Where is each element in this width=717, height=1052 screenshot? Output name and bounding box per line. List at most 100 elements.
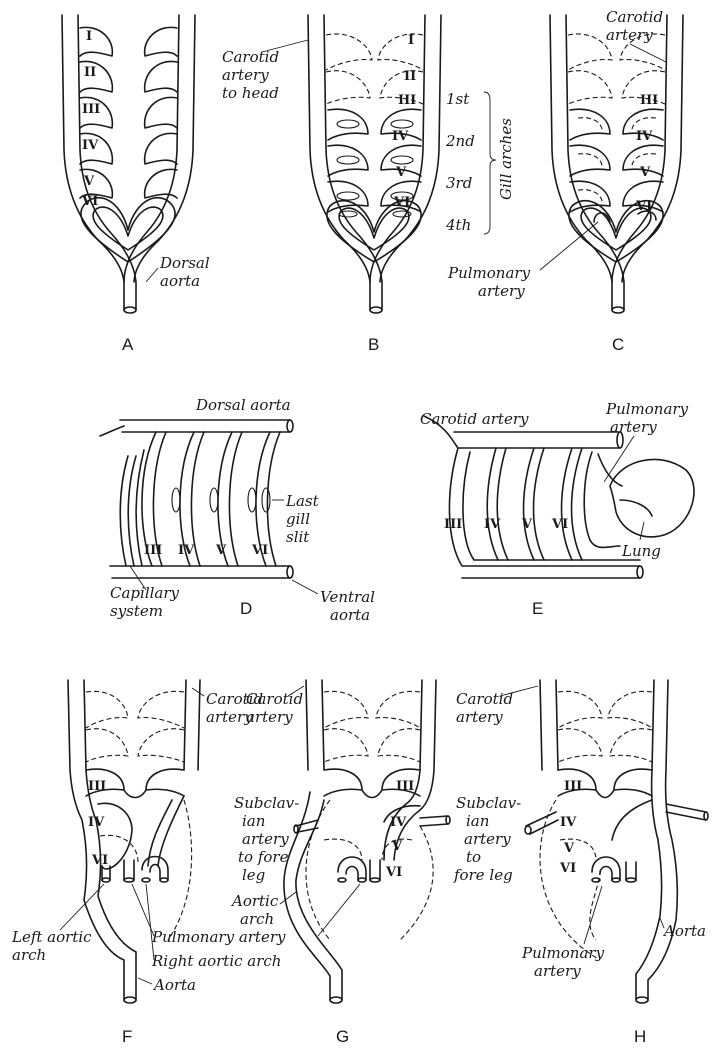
roman-d-4: IV <box>178 543 195 558</box>
label-g-subclavian-3: artery <box>242 830 289 848</box>
label-e-pulmonary-1: Pulmonary <box>605 400 689 418</box>
label-last-gill-3: slit <box>286 528 310 546</box>
roman-e-6: VI <box>551 517 568 532</box>
label-c-carotid-1: Carotid <box>606 8 663 26</box>
label-last-gill-2: gill <box>286 510 310 528</box>
label-capillary-2: system <box>110 602 163 620</box>
label-arch-3rd: 3rd <box>446 174 472 192</box>
panel-a: I II III IV V VI Dorsal aorta A <box>62 15 210 354</box>
label-g-carotid-2: artery <box>246 708 293 726</box>
label-gill-arches: Gill arches <box>497 118 515 200</box>
roman-a-3: III <box>82 102 100 117</box>
label-arch-4th: 4th <box>445 216 471 234</box>
panel-letter-b: B <box>368 335 379 354</box>
label-h-pulmonary-2: artery <box>534 962 581 980</box>
label-h-pulmonary-1: Pulmonary <box>521 944 605 962</box>
label-c-pulmonary-2: artery <box>478 282 525 300</box>
panel-e: III IV V VI Carotid artery Pulmonary art… <box>420 400 694 618</box>
roman-a-6: VI <box>81 194 98 209</box>
roman-b-2: II <box>404 69 416 84</box>
roman-h-4: IV <box>560 815 577 830</box>
panel-b: I II III IV V VI Carotid artery to head … <box>222 15 515 354</box>
label-f-aorta: Aorta <box>152 976 196 994</box>
roman-a-2: II <box>84 65 96 80</box>
panel-letter-g: G <box>336 1027 349 1046</box>
panel-letter-c: C <box>612 335 624 354</box>
label-arch-1st: 1st <box>446 90 470 108</box>
panel-letter-d: D <box>240 599 252 618</box>
label-c-pulmonary-1: Pulmonary <box>447 264 531 282</box>
label-h-aorta: Aorta <box>662 922 706 940</box>
panel-d: III IV V VI Dorsal aorta Last gill slit … <box>100 396 375 624</box>
roman-d-6: VI <box>251 543 268 558</box>
label-pulmonary-artery: Pulmonary artery <box>151 928 286 946</box>
label-right-aortic: Right aortic arch <box>151 952 281 970</box>
roman-a-5: V <box>83 174 95 189</box>
roman-g-3: III <box>396 779 414 794</box>
panel-letter-f: F <box>122 1027 132 1046</box>
roman-b-3: III <box>398 93 416 108</box>
roman-c-4: IV <box>636 129 653 144</box>
label-carotid-head-3: to head <box>222 84 279 102</box>
label-g-subclavian-1: Subclav- <box>234 794 299 812</box>
roman-h-5: V <box>563 841 575 856</box>
label-arch-2nd: 2nd <box>445 132 475 150</box>
label-dorsal: Dorsal <box>159 254 210 272</box>
label-ventral-2: aorta <box>330 606 370 624</box>
label-left-aortic-1: Left aortic <box>11 928 92 946</box>
roman-h-3: III <box>564 779 582 794</box>
roman-f-4: IV <box>88 815 105 830</box>
roman-e-5: V <box>521 517 533 532</box>
panel-g: III IV V VI Carotid artery Subclav- ian … <box>230 680 450 1046</box>
roman-g-6: VI <box>385 865 402 880</box>
label-carotid-head-1: Carotid <box>222 48 279 66</box>
roman-c-5: V <box>639 165 651 180</box>
roman-f-6: VI <box>91 853 108 868</box>
roman-b-5: V <box>395 165 407 180</box>
roman-e-3: III <box>444 517 462 532</box>
label-h-carotid-2: artery <box>456 708 503 726</box>
roman-g-4: IV <box>390 815 407 830</box>
label-d-dorsal-aorta: Dorsal aorta <box>195 396 291 414</box>
label-aortic-arch-1: Aortic <box>230 892 279 910</box>
label-carotid-head-2: artery <box>222 66 269 84</box>
panel-h: III IV V VI Carotid artery Subclav- ian … <box>453 680 708 1046</box>
label-e-carotid: Carotid artery <box>420 410 529 428</box>
label-g-subclavian-4: to fore <box>238 848 289 866</box>
roman-c-6: VI <box>635 199 652 214</box>
roman-b-4: IV <box>392 129 409 144</box>
label-aortic-arch-2: arch <box>240 910 274 928</box>
label-g-carotid-1: Carotid <box>246 690 303 708</box>
roman-h-6: VI <box>559 861 576 876</box>
roman-a-1: I <box>86 29 92 44</box>
label-lung: Lung <box>621 542 661 560</box>
roman-b-1: I <box>408 33 414 48</box>
roman-c-3: III <box>640 93 658 108</box>
label-h-subclavian-3: artery <box>464 830 511 848</box>
label-ventral-1: Ventral <box>320 588 375 606</box>
roman-d-3: III <box>144 543 162 558</box>
label-h-subclavian-1: Subclav- <box>456 794 521 812</box>
label-e-pulmonary-2: artery <box>610 418 657 436</box>
label-g-subclavian-5: leg <box>242 866 265 884</box>
roman-f-3: III <box>88 779 106 794</box>
roman-g-5: V <box>391 839 403 854</box>
roman-b-6: VI <box>393 195 410 210</box>
label-h-subclavian-4: to <box>466 848 481 866</box>
roman-a-4: IV <box>82 138 99 153</box>
panel-letter-h: H <box>634 1027 646 1046</box>
panel-c: III IV V VI Carotid artery Pulmonary art… <box>447 8 683 354</box>
label-h-carotid-1: Carotid <box>456 690 513 708</box>
label-capillary-1: Capillary <box>110 584 180 602</box>
label-h-subclavian-2: ian <box>466 812 489 830</box>
label-aorta: aorta <box>160 272 200 290</box>
roman-d-5: V <box>215 543 227 558</box>
roman-e-4: IV <box>484 517 501 532</box>
label-c-carotid-2: artery <box>606 26 653 44</box>
label-h-subclavian-5: fore leg <box>453 866 513 884</box>
label-last-gill-1: Last <box>285 492 320 510</box>
label-g-subclavian-2: ian <box>242 812 265 830</box>
panel-letter-a: A <box>122 335 134 354</box>
